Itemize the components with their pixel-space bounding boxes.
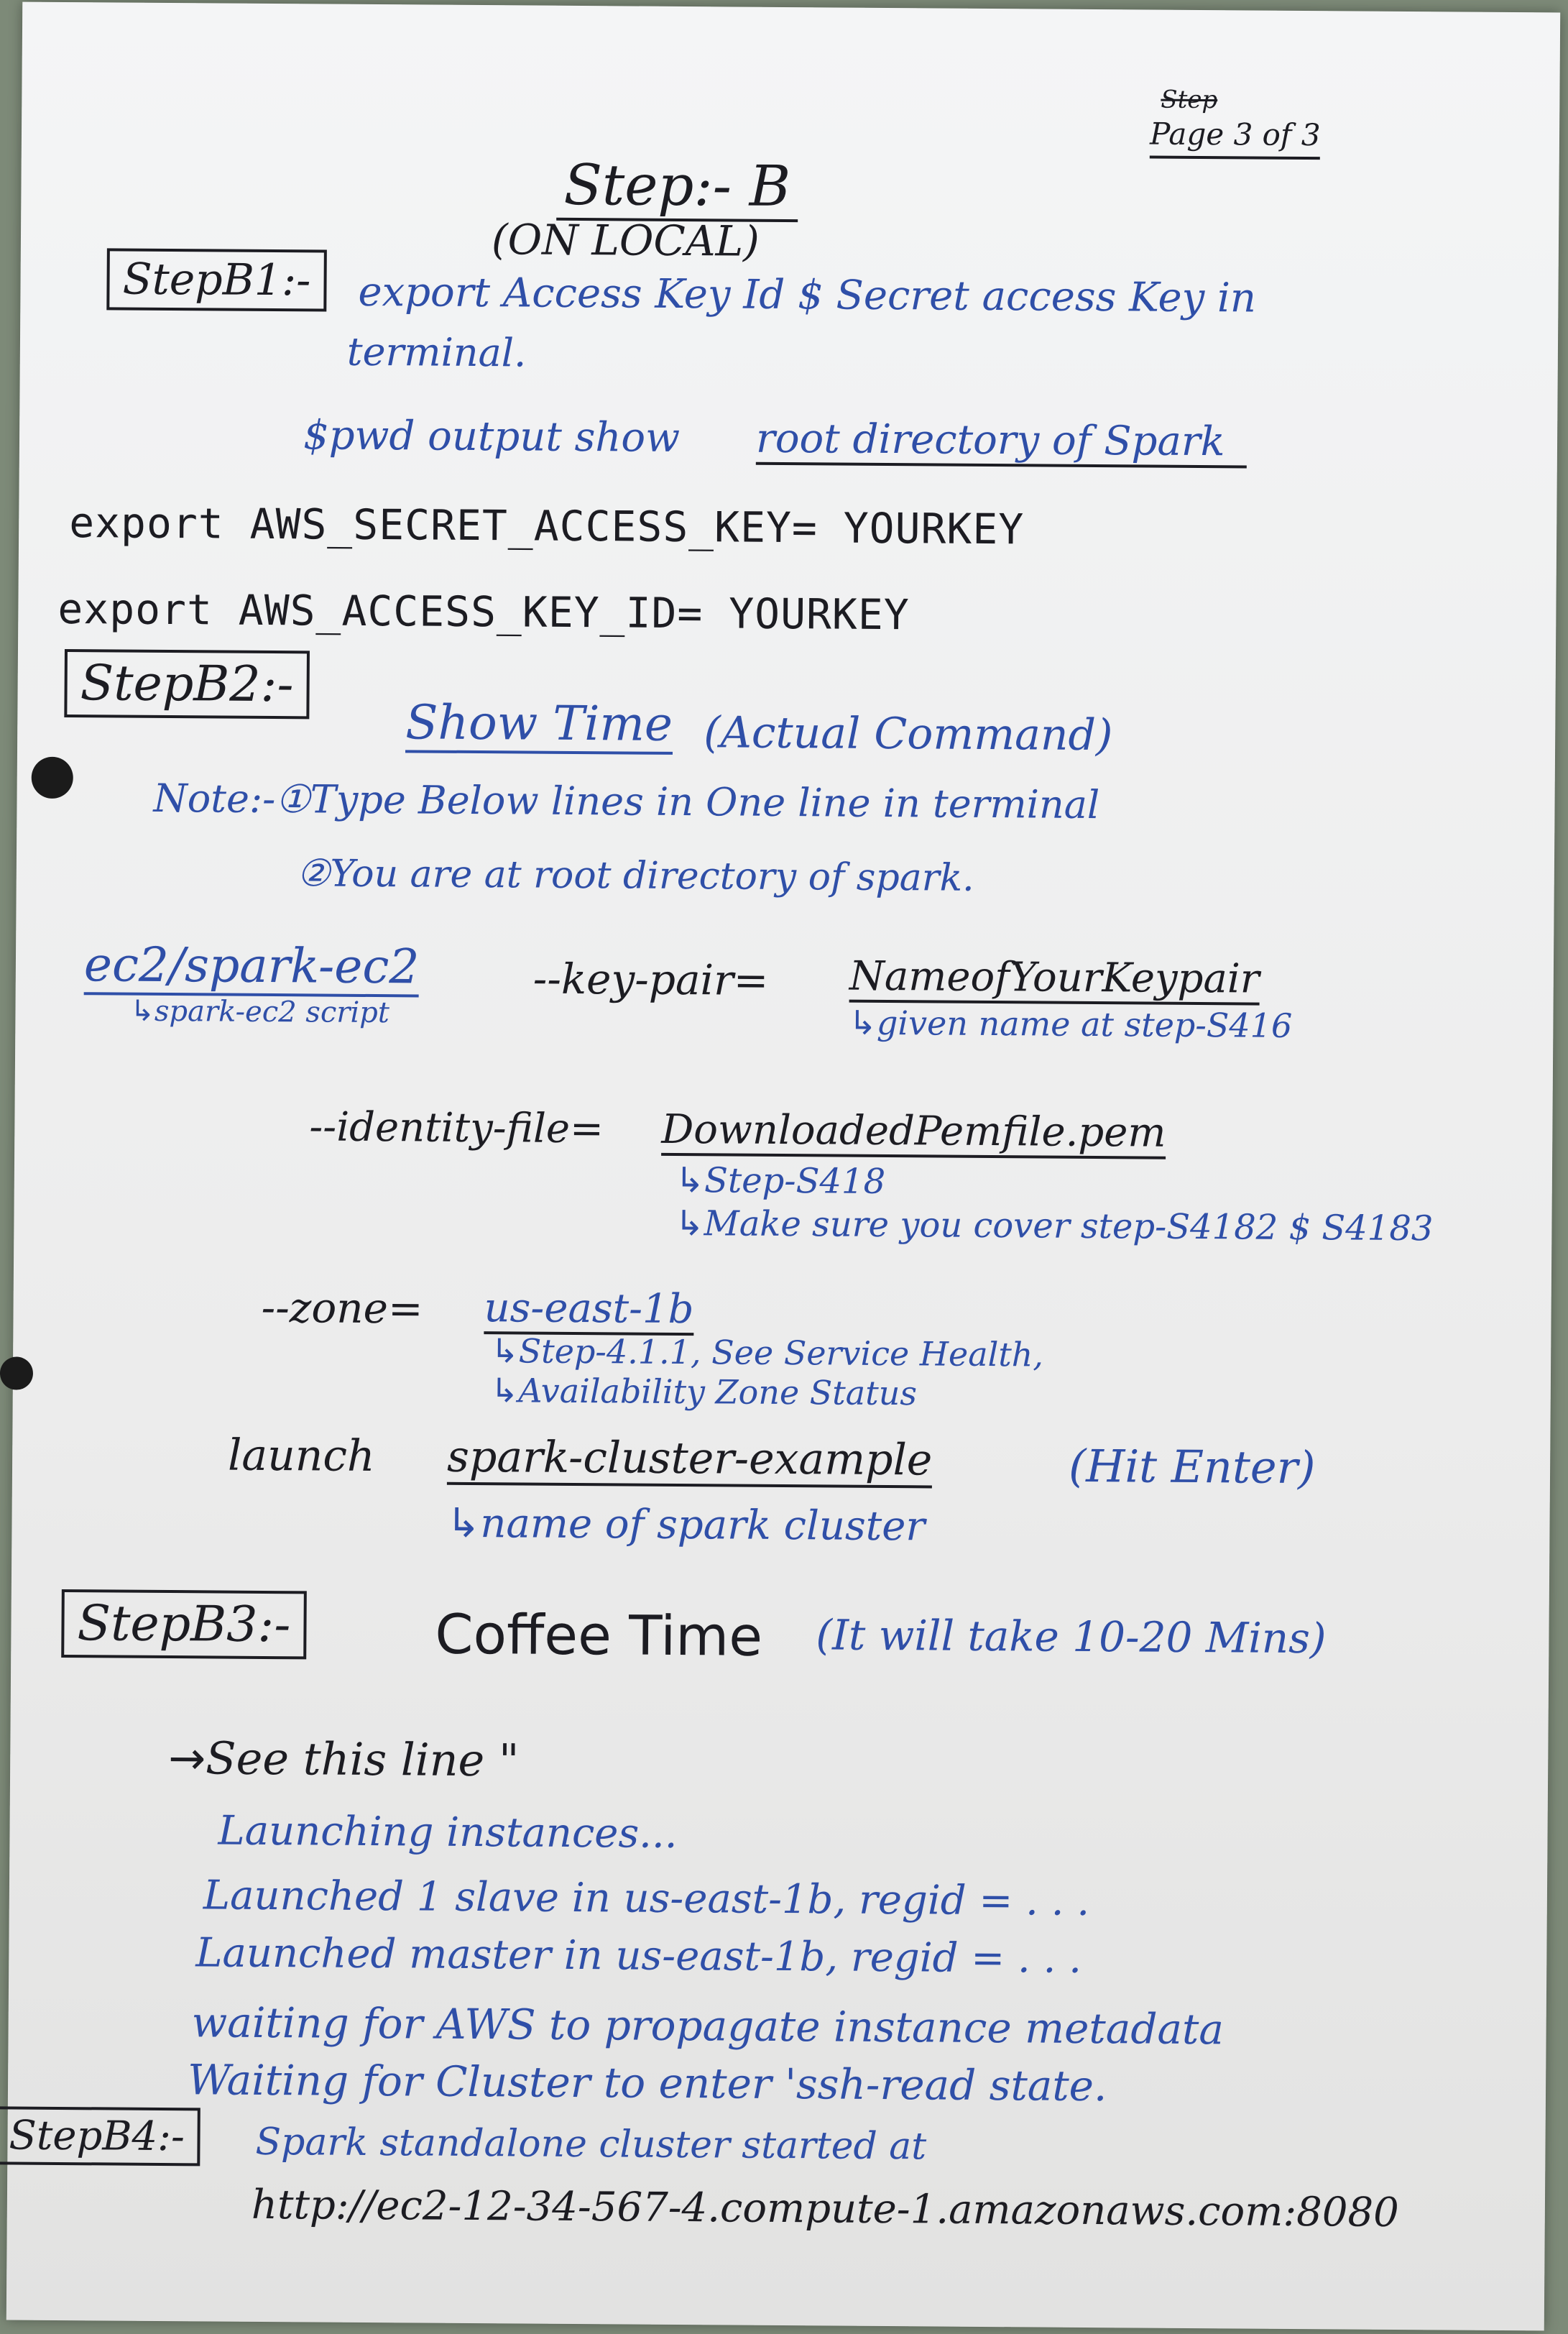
arrow-icon: ↳ <box>675 1203 704 1244</box>
zone-note2: ↳Availability Zone Status <box>490 1371 918 1413</box>
step-b1-text-line2: terminal. <box>346 328 527 376</box>
arrow-icon: ↳ <box>130 994 155 1028</box>
identity-file-note2: ↳Make sure you cover step-S4182 $ S4183 <box>675 1203 1434 1249</box>
key-pair-note: ↳given name at step-S416 <box>849 1003 1293 1045</box>
arrow-icon: ↳ <box>446 1499 481 1548</box>
spark-ec2-script: ec2/spark-ec2 <box>83 937 420 998</box>
step-b1-text-line1: export Access Key Id $ Secret access Key… <box>358 268 1257 322</box>
step-b3-heading-note: (It will take 10-20 Mins) <box>816 1610 1327 1663</box>
page-number-strike: Step <box>1161 85 1218 115</box>
step-b2-heading-note: (Actual Command) <box>703 707 1113 761</box>
zone-note1: ↳Step-4.1.1, See Service Health, <box>491 1331 1044 1374</box>
arrow-icon: ↳ <box>491 1331 519 1371</box>
cluster-name: spark-cluster-example <box>446 1431 933 1489</box>
step-b1-label: StepB1:- <box>106 248 327 312</box>
log-line1: Launching instances... <box>218 1807 678 1857</box>
step-b2-heading: Show Time <box>405 694 673 755</box>
pwd-root-directory: root directory of Spark <box>755 415 1247 469</box>
launch-keyword: launch <box>227 1430 375 1482</box>
step-b3-label: StepB3:- <box>61 1589 307 1660</box>
note-line1: Note:-①Type Below lines in One line in t… <box>153 775 1100 828</box>
export-access-key-command: export AWS_ACCESS_KEY_ID= YOURKEY <box>57 584 910 640</box>
step-b2-label: StepB2:- <box>64 649 310 720</box>
arrow-icon: ↳ <box>490 1371 519 1410</box>
log-line4: waiting for AWS to propagate instance me… <box>191 1998 1225 2054</box>
note-line2: ②You are at root directory of spark. <box>296 852 974 900</box>
identity-file-note1: ↳Step-S418 <box>675 1159 886 1202</box>
binder-hole-bottom <box>0 1356 34 1390</box>
arrow-icon: → <box>167 1732 206 1785</box>
binder-hole-top <box>31 756 73 799</box>
step-b4-text: Spark standalone cluster started at <box>255 2120 927 2169</box>
cluster-name-note: ↳name of spark cluster <box>446 1499 926 1550</box>
log-line5: Waiting for Cluster to enter 'ssh-read s… <box>187 2055 1107 2111</box>
arrow-icon: ↳ <box>675 1159 705 1201</box>
spark-ec2-script-note: ↳spark-ec2 script <box>130 994 390 1030</box>
export-secret-key-command: export AWS_SECRET_ACCESS_KEY= YOURKEY <box>68 498 1025 554</box>
log-line3: Launched master in us-east-1b, regid = .… <box>195 1929 1082 1982</box>
key-pair-value: NameofYourKeypair <box>849 952 1260 1006</box>
page-title: Step:- B <box>556 152 798 223</box>
zone-flag: --zone= <box>261 1282 423 1333</box>
zone-value: us-east-1b <box>484 1285 694 1336</box>
hit-enter-note: (Hit Enter) <box>1068 1439 1316 1494</box>
identity-file-flag: --identity-file= <box>309 1103 604 1153</box>
page-subtitle: (ON LOCAL) <box>491 215 760 266</box>
arrow-icon: ↳ <box>849 1003 877 1042</box>
spark-master-url: http://ec2-12-34-567-4.compute-1.amazona… <box>251 2181 1399 2237</box>
pwd-instruction: $pwd output show <box>303 412 681 461</box>
step-b3-heading: Coffee Time <box>435 1602 763 1668</box>
log-line2: Launched 1 slave in us-east-1b, regid = … <box>203 1872 1090 1925</box>
see-this-line: →See this line " <box>167 1732 520 1787</box>
page-number: Page 3 of 3 <box>1149 116 1321 160</box>
key-pair-flag: --key-pair= <box>532 954 769 1005</box>
step-b4-label: StepB4:- <box>0 2106 201 2167</box>
identity-file-value: DownloadedPemfile.pem <box>661 1106 1166 1159</box>
